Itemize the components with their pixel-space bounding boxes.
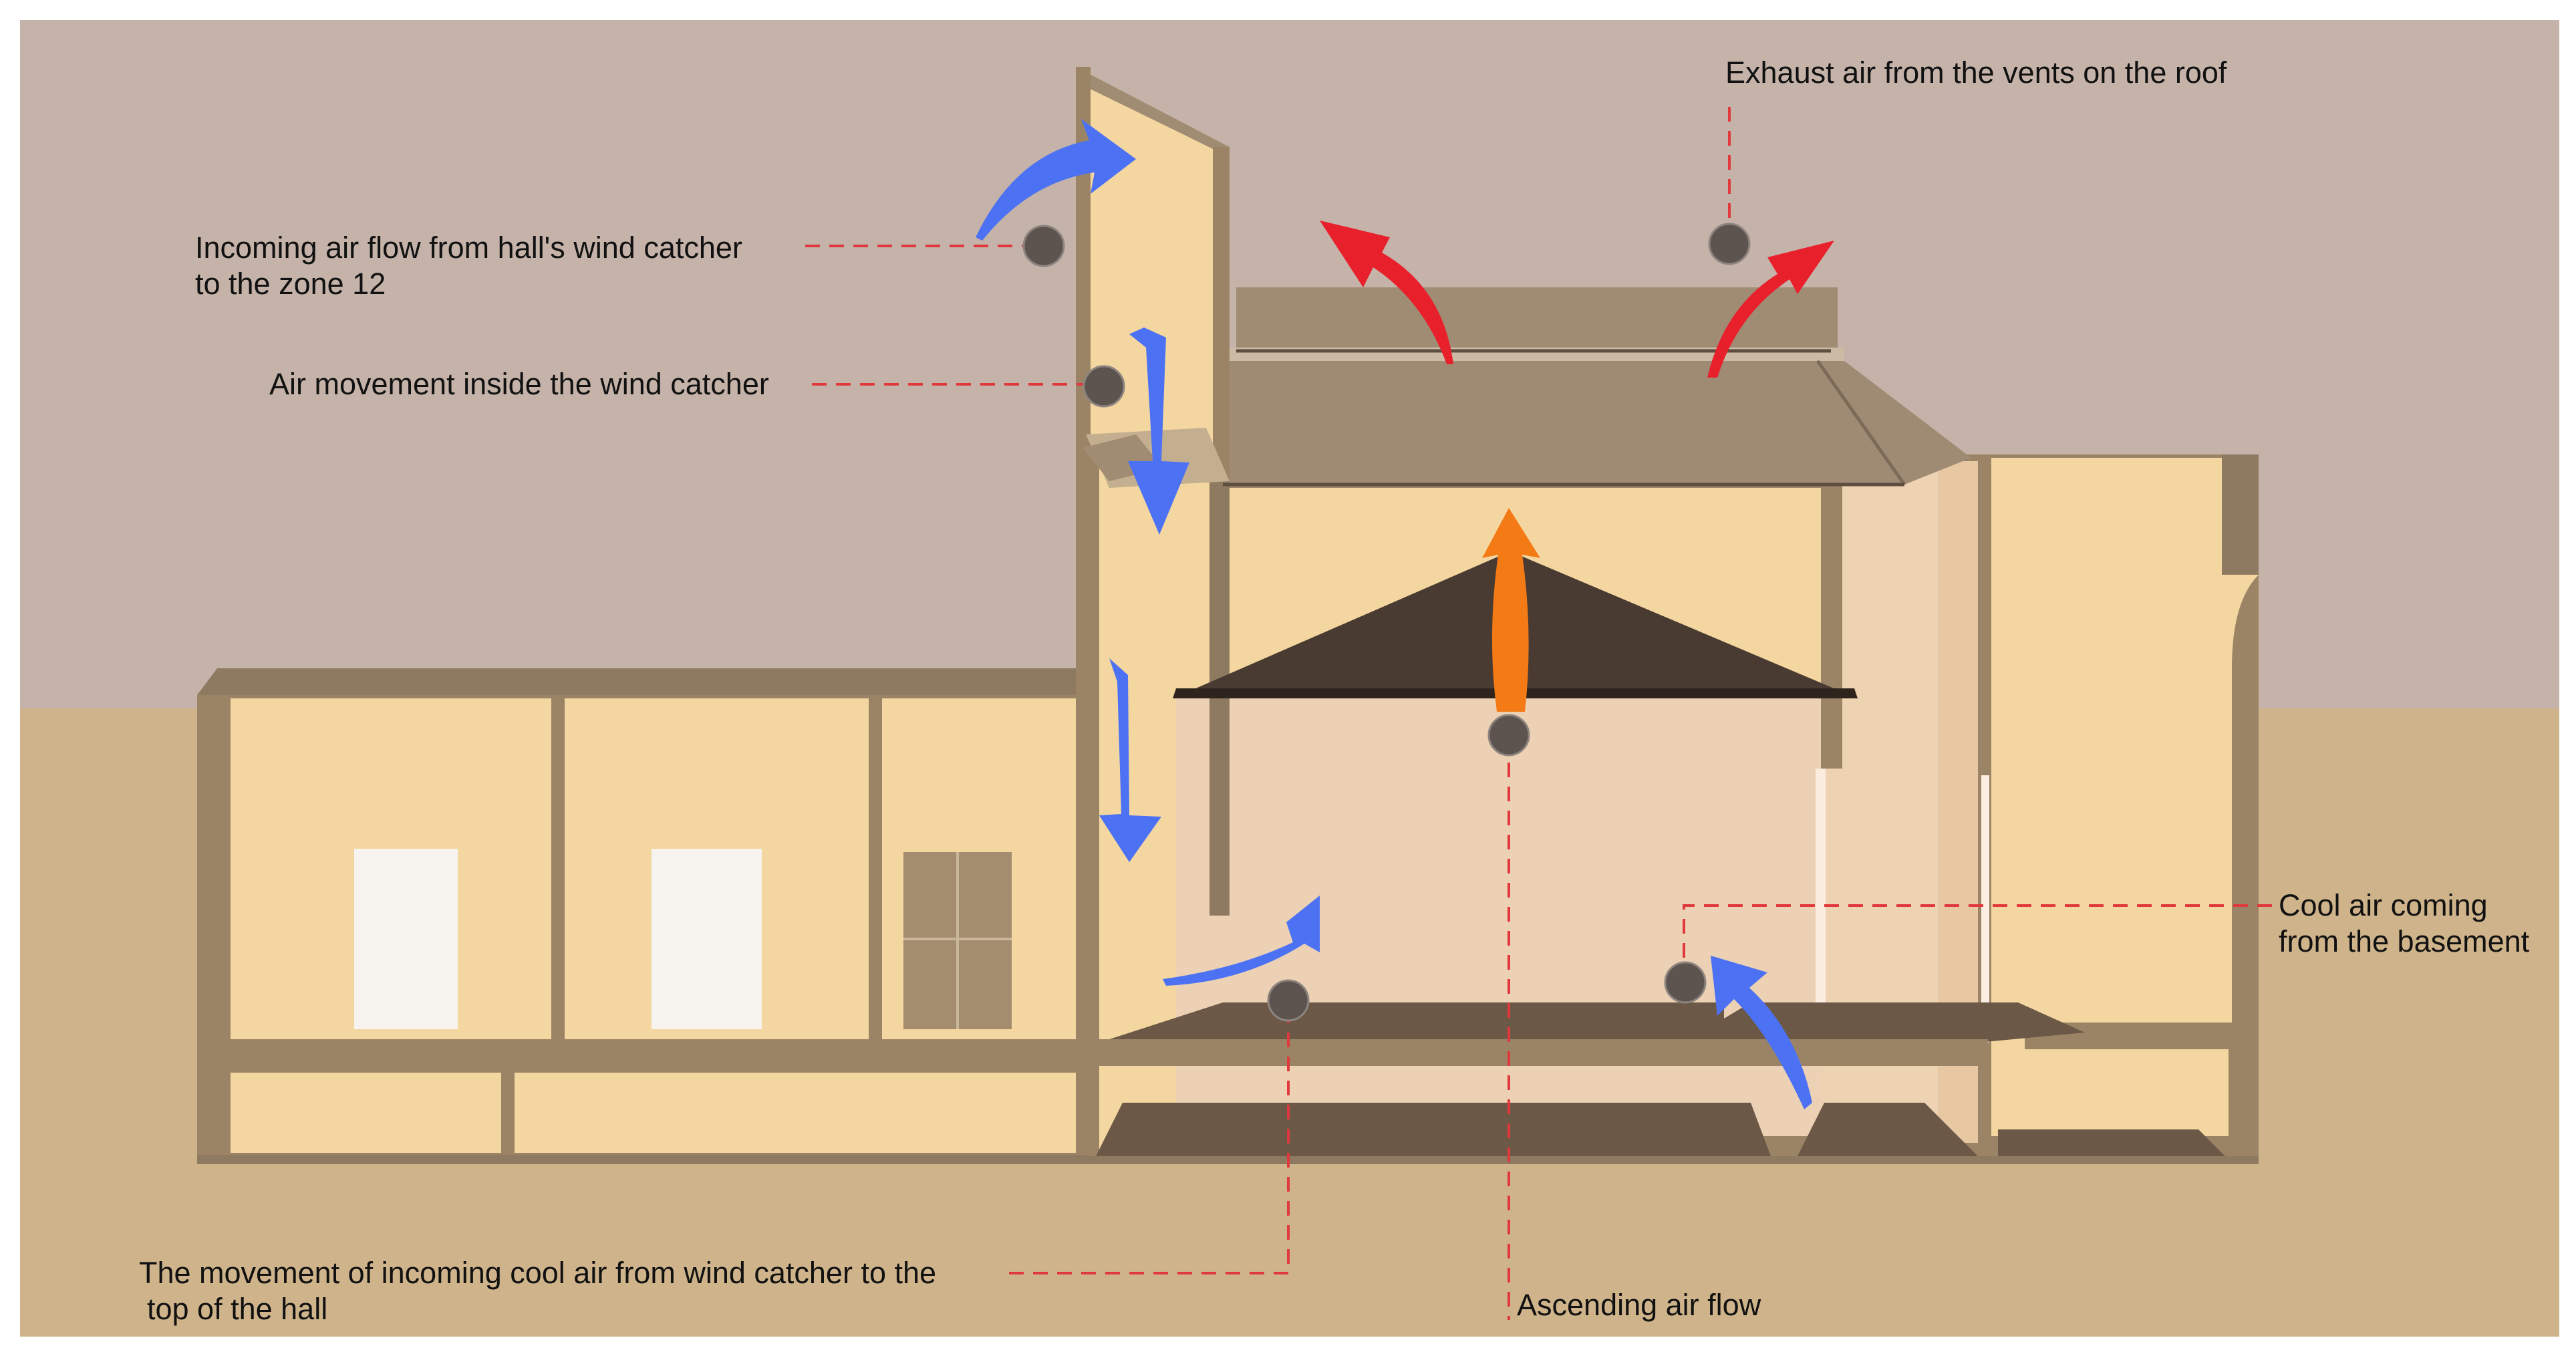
left-wing	[197, 668, 1086, 1163]
label-exhaust: Exhaust air from the vents on the roof	[1725, 55, 2227, 90]
roof	[1223, 287, 1971, 487]
blue-arrow-inside-1	[1128, 327, 1189, 535]
marker-ascending	[1487, 714, 1530, 757]
label-inside-catcher: Air movement inside the wind catcher	[269, 367, 769, 401]
leader-hall-movement	[1009, 1002, 1290, 1274]
red-arrow-exhaust-left	[1320, 221, 1453, 364]
right-wing	[1965, 454, 2259, 1163]
blue-arrow-basement	[1711, 956, 1812, 1109]
label-incoming: Incoming air flow from hall's wind catch…	[195, 231, 742, 301]
blue-arrow-hall	[1163, 896, 1320, 986]
window-2	[652, 849, 762, 1029]
window-3	[903, 852, 1012, 1029]
leader-lines	[805, 107, 2272, 1320]
marker-incoming	[1022, 225, 1065, 267]
air-flow-arrows	[976, 119, 1834, 1109]
window-1	[354, 849, 458, 1029]
leader-cool-basement	[1683, 904, 2272, 979]
marker-hall-movement	[1267, 979, 1310, 1022]
wind-catcher-tower	[1076, 67, 1230, 1163]
marker-exhaust	[1708, 223, 1751, 265]
label-ascending: Ascending air flow	[1517, 1288, 1761, 1322]
orange-arrow-ascending	[1482, 508, 1540, 712]
marker-inside	[1083, 365, 1125, 408]
red-arrow-exhaust-right	[1707, 241, 1834, 378]
label-hall-movement: The movement of incoming cool air from w…	[139, 1256, 937, 1326]
markers	[1022, 223, 1751, 1022]
blue-arrow-inside-2	[1099, 658, 1161, 862]
blue-arrow-incoming	[976, 119, 1136, 241]
marker-cool-basement	[1664, 961, 1707, 1004]
